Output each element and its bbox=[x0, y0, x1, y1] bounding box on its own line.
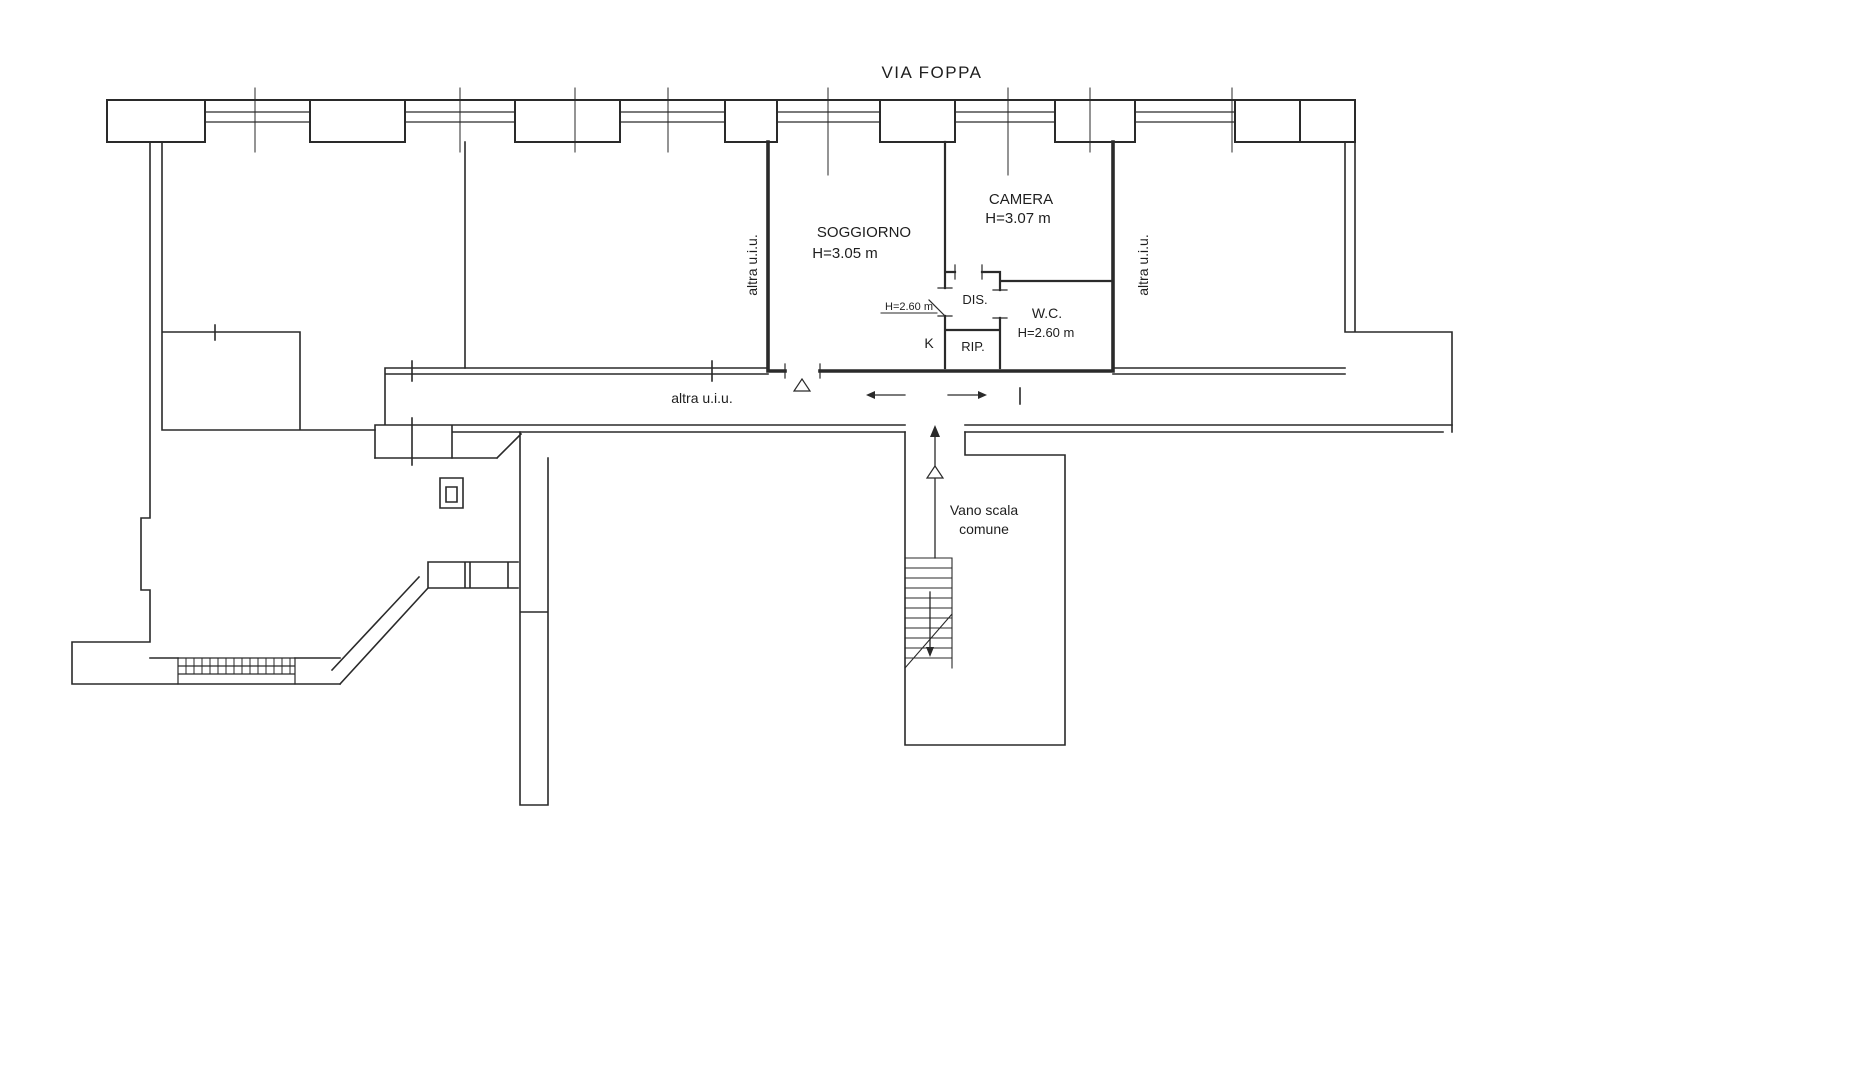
stairs-up-arrowhead bbox=[930, 425, 940, 437]
left-unit-walls bbox=[71, 141, 466, 685]
apartment-door-jamb-ticks bbox=[784, 264, 1008, 379]
camera-height-label: H=3.07 m bbox=[985, 210, 1050, 227]
stairs-down-arrowhead bbox=[926, 647, 934, 657]
other-unit-label-corridor: altra u.i.u. bbox=[671, 390, 732, 406]
street-name-label: VIA FOPPA bbox=[881, 63, 982, 82]
wc-height-label: H=2.60 m bbox=[1018, 325, 1075, 340]
bay-window-frame bbox=[177, 657, 296, 685]
wc-label: W.C. bbox=[1032, 305, 1062, 321]
stairs-treads bbox=[904, 557, 953, 669]
apartment-perimeter-walls bbox=[766, 140, 1115, 373]
stairwell-label-line1: Vano scala bbox=[950, 502, 1018, 518]
stairwell-label-line2: comune bbox=[959, 521, 1009, 537]
right-unit-walls bbox=[1112, 141, 1453, 433]
soggiorno-height-label: H=3.05 m bbox=[812, 245, 877, 262]
facade-windows bbox=[204, 111, 1236, 123]
other-unit-label-left: altra u.i.u. bbox=[744, 234, 760, 295]
facade-axis-ticks bbox=[254, 87, 1233, 176]
dis-label: DIS. bbox=[962, 292, 987, 307]
corridor-walls bbox=[374, 360, 1453, 466]
dimension-arrowhead-left bbox=[866, 391, 875, 399]
soggiorno-label: SOGGIORNO bbox=[817, 224, 911, 241]
camera-label: CAMERA bbox=[989, 191, 1053, 208]
other-unit-label-right: altra u.i.u. bbox=[1135, 234, 1151, 295]
kitchen-label: K bbox=[924, 335, 934, 351]
stairwell-door-marker bbox=[925, 464, 945, 479]
lower-left-unit-walls bbox=[149, 431, 549, 806]
apartment-partition-walls bbox=[943, 140, 1115, 370]
rip-label: RIP. bbox=[961, 339, 985, 354]
dis-door-leaf bbox=[928, 299, 946, 317]
facade-piers bbox=[106, 99, 1356, 143]
dis-height-label: H=2.60 m bbox=[885, 301, 933, 313]
dimension-arrowhead-right bbox=[978, 391, 987, 399]
entrance-door-marker bbox=[792, 377, 812, 392]
bay-window-hatch bbox=[185, 657, 291, 675]
